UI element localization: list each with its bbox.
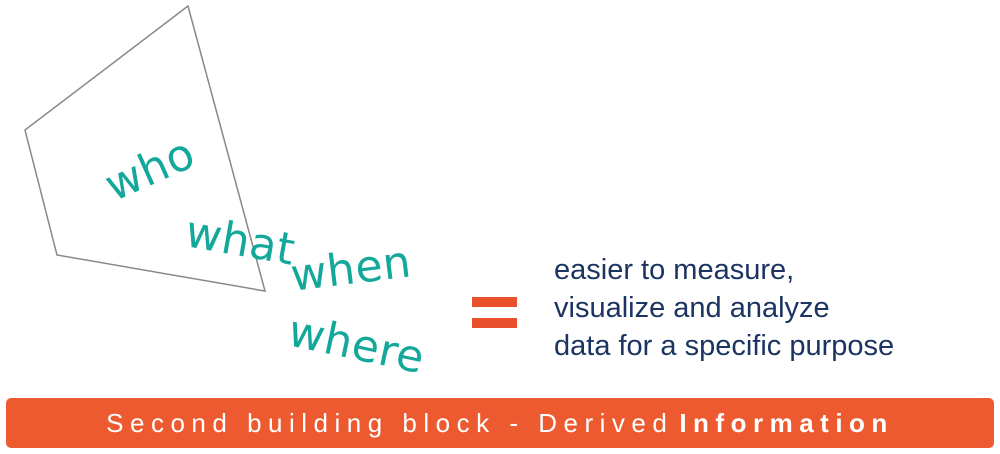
description-line-3: data for a specific purpose xyxy=(554,330,895,362)
equals-bar-bottom xyxy=(472,318,517,328)
description-line-1: easier to measure, xyxy=(554,254,795,286)
quadrilateral-outline xyxy=(24,4,267,292)
equals-bar-top xyxy=(472,297,517,307)
bottom-banner: Second building block - Derived Informat… xyxy=(6,398,994,448)
banner-emphasis: Information xyxy=(679,407,894,438)
description-line-2: visualize and analyze xyxy=(554,292,830,324)
banner-text: Second building block - Derived xyxy=(106,407,674,438)
description-text: easier to measure, visualize and analyze… xyxy=(554,251,894,365)
